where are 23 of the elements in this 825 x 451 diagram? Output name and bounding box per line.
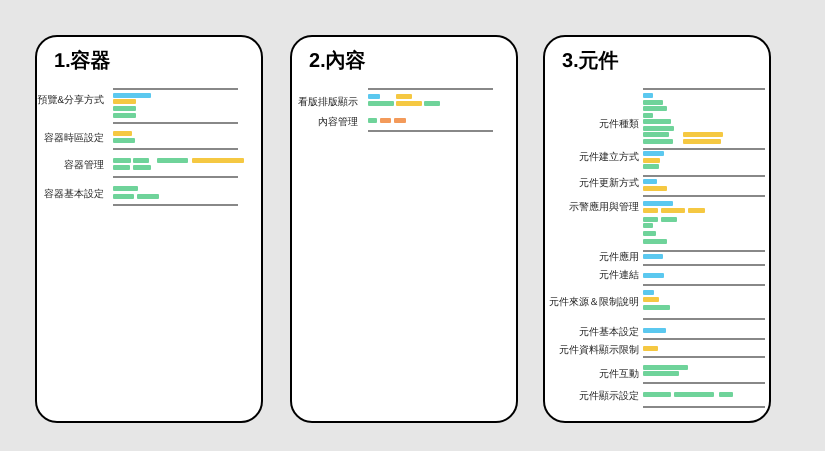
section-label: 元件互動 [599,370,639,380]
section-label: 內容管理 [318,118,358,128]
section-label: 元件顯示設定 [579,392,639,402]
panel-heading: 3.元件 [562,51,619,71]
section-label: 容器管理 [64,161,104,171]
section-label: 元件更新方式 [579,179,639,189]
section-label: 元件建立方式 [579,153,639,163]
panel-card [543,35,771,423]
panel-card [35,35,263,423]
section-label: 元件基本設定 [579,328,639,338]
section-label: 元件資料顯示限制 [559,346,639,356]
section-label: 看版排版顯示 [298,98,358,108]
section-label: 預覽&分享方式 [37,96,104,106]
panel-heading: 1.容器 [54,51,111,71]
section-label: 容器時區設定 [44,134,104,144]
section-label: 元件連結 [599,271,639,281]
section-label: 示警應用與管理 [569,203,639,213]
panel-card [290,35,518,423]
section-label: 元件種類 [599,120,639,130]
panel-heading: 2.內容 [309,51,366,71]
section-label: 元件應用 [599,253,639,263]
section-label: 元件來源＆限制說明 [549,298,639,308]
section-label: 容器基本設定 [44,190,104,200]
